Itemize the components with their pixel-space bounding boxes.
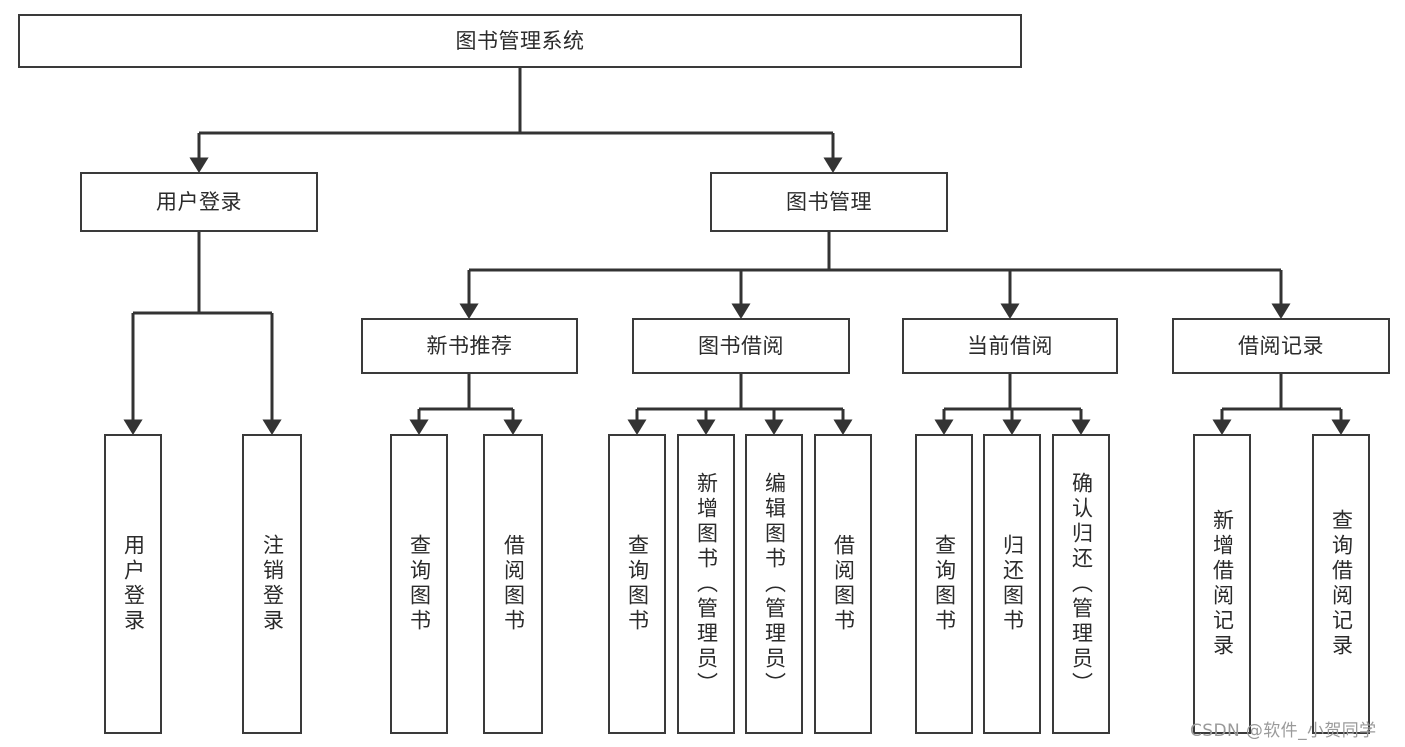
node-leaf-borrow-book-1[interactable]: 借阅图书 [483,434,543,734]
node-book-manage-label: 图书管理 [786,189,872,214]
node-leaf-user-login[interactable]: 用户登录 [104,434,162,734]
node-root[interactable]: 图书管理系统 [18,14,1022,68]
node-borrow-record-label: 借阅记录 [1238,333,1324,358]
node-leaf-query-book-3-label: 查询图书 [932,534,957,634]
node-book-borrow-label: 图书借阅 [698,333,784,358]
node-leaf-add-book-label: 新增图书（管理员） [694,471,719,697]
node-leaf-query-book-2[interactable]: 查询图书 [608,434,666,734]
node-leaf-add-record-label: 新增借阅记录 [1210,509,1235,659]
node-leaf-confirm-return-label: 确认归还（管理员） [1069,471,1094,697]
node-borrow-record[interactable]: 借阅记录 [1172,318,1390,374]
node-new-book-recommend[interactable]: 新书推荐 [361,318,578,374]
node-leaf-query-record[interactable]: 查询借阅记录 [1312,434,1370,734]
node-leaf-edit-book-label: 编辑图书（管理员） [762,471,787,697]
node-leaf-query-book-3[interactable]: 查询图书 [915,434,973,734]
node-leaf-user-logout-label: 注销登录 [260,534,285,634]
node-leaf-borrow-book-2-label: 借阅图书 [831,534,856,634]
node-book-borrow[interactable]: 图书借阅 [632,318,850,374]
node-new-book-recommend-label: 新书推荐 [426,333,513,358]
node-leaf-user-login-label: 用户登录 [121,534,146,634]
node-leaf-query-book-1[interactable]: 查询图书 [390,434,448,734]
node-current-borrow-label: 当前借阅 [967,333,1053,358]
node-leaf-borrow-book-1-label: 借阅图书 [501,534,526,634]
watermark-csdn: CSDN @软件_小贺同学 [1190,721,1377,741]
node-current-borrow[interactable]: 当前借阅 [902,318,1118,374]
node-leaf-edit-book[interactable]: 编辑图书（管理员） [745,434,803,734]
node-leaf-add-book[interactable]: 新增图书（管理员） [677,434,735,734]
node-leaf-borrow-book-2[interactable]: 借阅图书 [814,434,872,734]
node-root-label: 图书管理系统 [455,28,585,53]
node-leaf-return-book-label: 归还图书 [1000,534,1025,634]
node-leaf-add-record[interactable]: 新增借阅记录 [1193,434,1251,734]
node-leaf-user-logout[interactable]: 注销登录 [242,434,302,734]
node-user-login-label: 用户登录 [156,189,242,214]
node-leaf-query-record-label: 查询借阅记录 [1329,509,1354,659]
node-leaf-query-book-1-label: 查询图书 [407,534,432,634]
node-leaf-confirm-return[interactable]: 确认归还（管理员） [1052,434,1110,734]
node-leaf-return-book[interactable]: 归还图书 [983,434,1041,734]
node-leaf-query-book-2-label: 查询图书 [625,534,650,634]
node-book-manage[interactable]: 图书管理 [710,172,948,232]
node-user-login[interactable]: 用户登录 [80,172,318,232]
